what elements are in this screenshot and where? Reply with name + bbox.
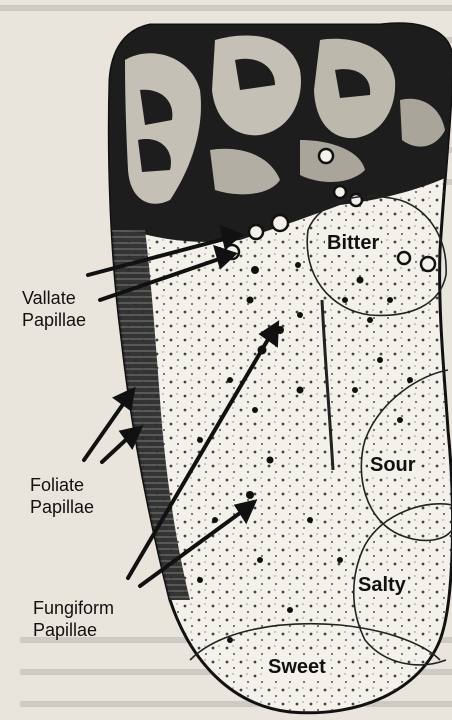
foliate-label-line1: Foliate (30, 474, 94, 496)
foliate-arrow-upper (84, 400, 126, 460)
foliate-label-line2: Papillae (30, 496, 94, 518)
vallate-papillae-label: Vallate Papillae (22, 287, 86, 331)
fungiform-label-line2: Papillae (33, 619, 114, 641)
salty-zone-label: Salty (356, 574, 408, 597)
sour-zone-label: Sour (368, 454, 418, 477)
fungiform-label-line1: Fungiform (33, 597, 114, 619)
vallate-label-line2: Papillae (22, 309, 86, 331)
bitter-zone-label: Bitter (325, 232, 381, 255)
foliate-papillae-label: Foliate Papillae (30, 474, 94, 518)
vallate-label-line1: Vallate (22, 287, 86, 309)
sweet-zone-label: Sweet (266, 656, 328, 679)
fungiform-papillae-label: Fungiform Papillae (33, 597, 114, 641)
